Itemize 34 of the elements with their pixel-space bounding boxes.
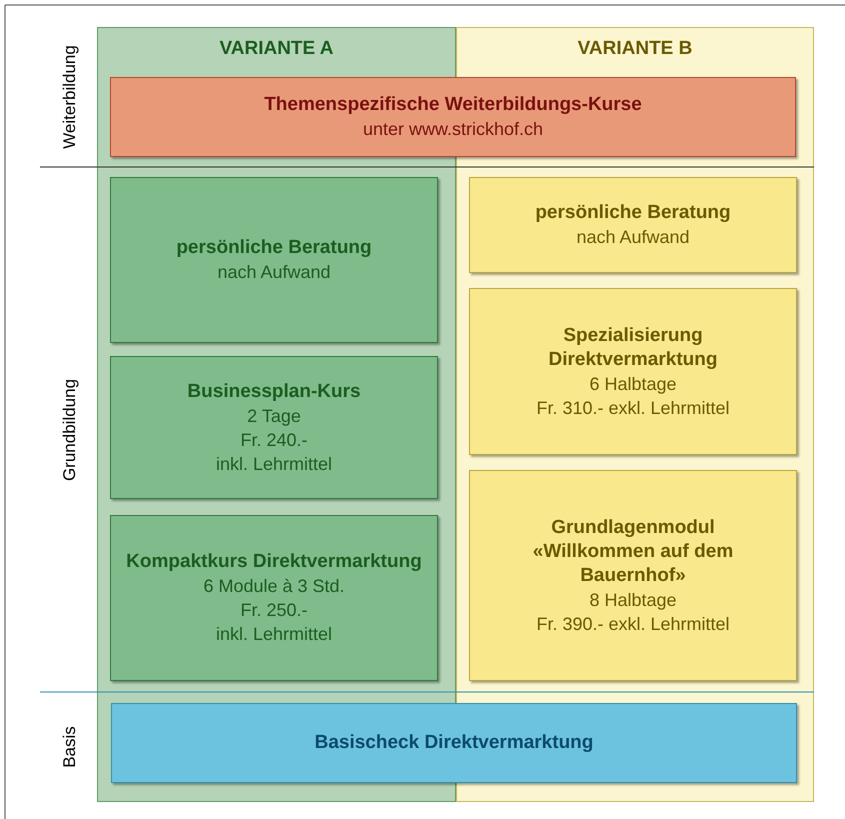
course-box [469,288,797,455]
course-title: Themenspezifische Weiterbildungs-Kurse [264,93,642,117]
course-title: Spezialisierung Direktvermarktung [548,324,718,372]
course-title: Grundlagenmodul «Willkommen auf dem Bauernhof» [532,516,734,588]
course-box [110,515,438,681]
course-title: Kompaktkurs Direktvermarktung [126,550,422,574]
row-label: Basis [60,726,80,768]
course-detail: nach Aufwand [576,226,690,249]
column-heading: VARIANTE B [578,38,692,60]
course-title: Businessplan-Kurs [187,380,361,404]
course-detail: nach Aufwand [217,261,331,284]
course-title: Basischeck Direktvermarktung [314,731,594,755]
course-detail: 6 Module à 3 Std. [203,575,345,598]
course-title: persönliche Beratung [176,236,372,260]
course-box [111,703,797,783]
course-box [110,356,438,499]
course-detail: 2 Tage [247,404,301,428]
course-detail: Fr. 250.- [240,599,308,622]
column-heading: VARIANTE A [220,38,334,60]
course-detail: 8 Halbtage [589,588,677,612]
course-detail: 6 Halbtage [589,372,677,396]
course-detail: unter www.strickhof.ch [362,118,544,141]
course-detail: inkl. Lehrmittel [216,623,332,646]
course-box [110,77,796,157]
course-detail: Fr. 240.- [240,428,308,452]
row-label: Weiterbildung [60,45,80,149]
course-box [110,177,438,343]
row-label: Grundbildung [60,378,80,482]
course-detail: Fr. 310.- exkl. Lehrmittel [536,396,730,420]
course-detail: Fr. 390.- exkl. Lehrmittel [536,612,730,636]
course-box [469,177,797,273]
course-title: persönliche Beratung [535,201,731,225]
course-detail: inkl. Lehrmittel [216,452,332,476]
course-box [469,470,797,681]
